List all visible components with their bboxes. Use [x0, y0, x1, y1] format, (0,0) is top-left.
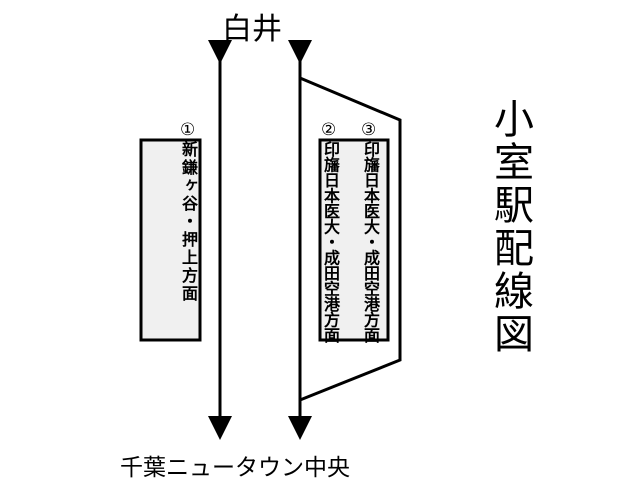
track-3-siding [299, 76, 402, 402]
platform-3-direction: 印旛日本医大・成田空港方面 [361, 141, 380, 343]
platform-2-number: ② [321, 120, 337, 140]
platform-1 [139, 138, 202, 342]
diagram-title: 小室駅配線図 [487, 98, 533, 356]
platform-1-number: ① [180, 120, 196, 140]
station-bottom-label: 千葉ニュータウン中央 [120, 455, 350, 480]
platform-2-3 [318, 138, 390, 342]
platform-1-direction: 新鎌ヶ谷・押上方面 [179, 141, 198, 303]
platform-2-direction: 印旛日本医大・成田空港方面 [321, 141, 340, 343]
station-top-label: 白井 [222, 12, 282, 47]
platform-3-number: ③ [361, 120, 377, 140]
